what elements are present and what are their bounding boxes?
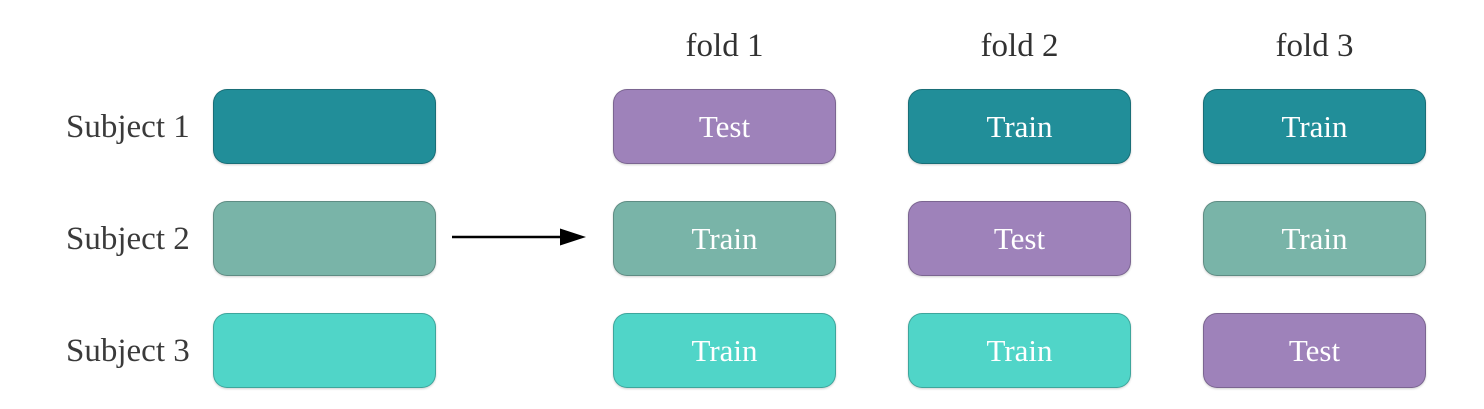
fold-3-subject-2-cell: Train	[1203, 201, 1426, 276]
fold-3-header: fold 3	[1275, 28, 1354, 64]
fold-2-subject-2-cell: Test	[908, 201, 1131, 276]
subject-3-box	[213, 313, 436, 388]
subject-3-label: Subject 3	[66, 333, 190, 369]
subject-2-label: Subject 2	[66, 221, 190, 257]
fold-1-header: fold 1	[685, 28, 764, 64]
subject-1-label: Subject 1	[66, 109, 190, 145]
fold-2-subject-3-cell: Train	[908, 313, 1131, 388]
subject-2-box	[213, 201, 436, 276]
fold-3-subject-3-cell: Test	[1203, 313, 1426, 388]
fold-2-header: fold 2	[980, 28, 1059, 64]
fold-1-subject-1-cell: Test	[613, 89, 836, 164]
right-arrow-icon	[452, 228, 586, 246]
fold-1-subject-3-cell: Train	[613, 313, 836, 388]
fold-2-subject-1-cell: Train	[908, 89, 1131, 164]
subject-1-box	[213, 89, 436, 164]
fold-3-subject-1-cell: Train	[1203, 89, 1426, 164]
fold-1-subject-2-cell: Train	[613, 201, 836, 276]
